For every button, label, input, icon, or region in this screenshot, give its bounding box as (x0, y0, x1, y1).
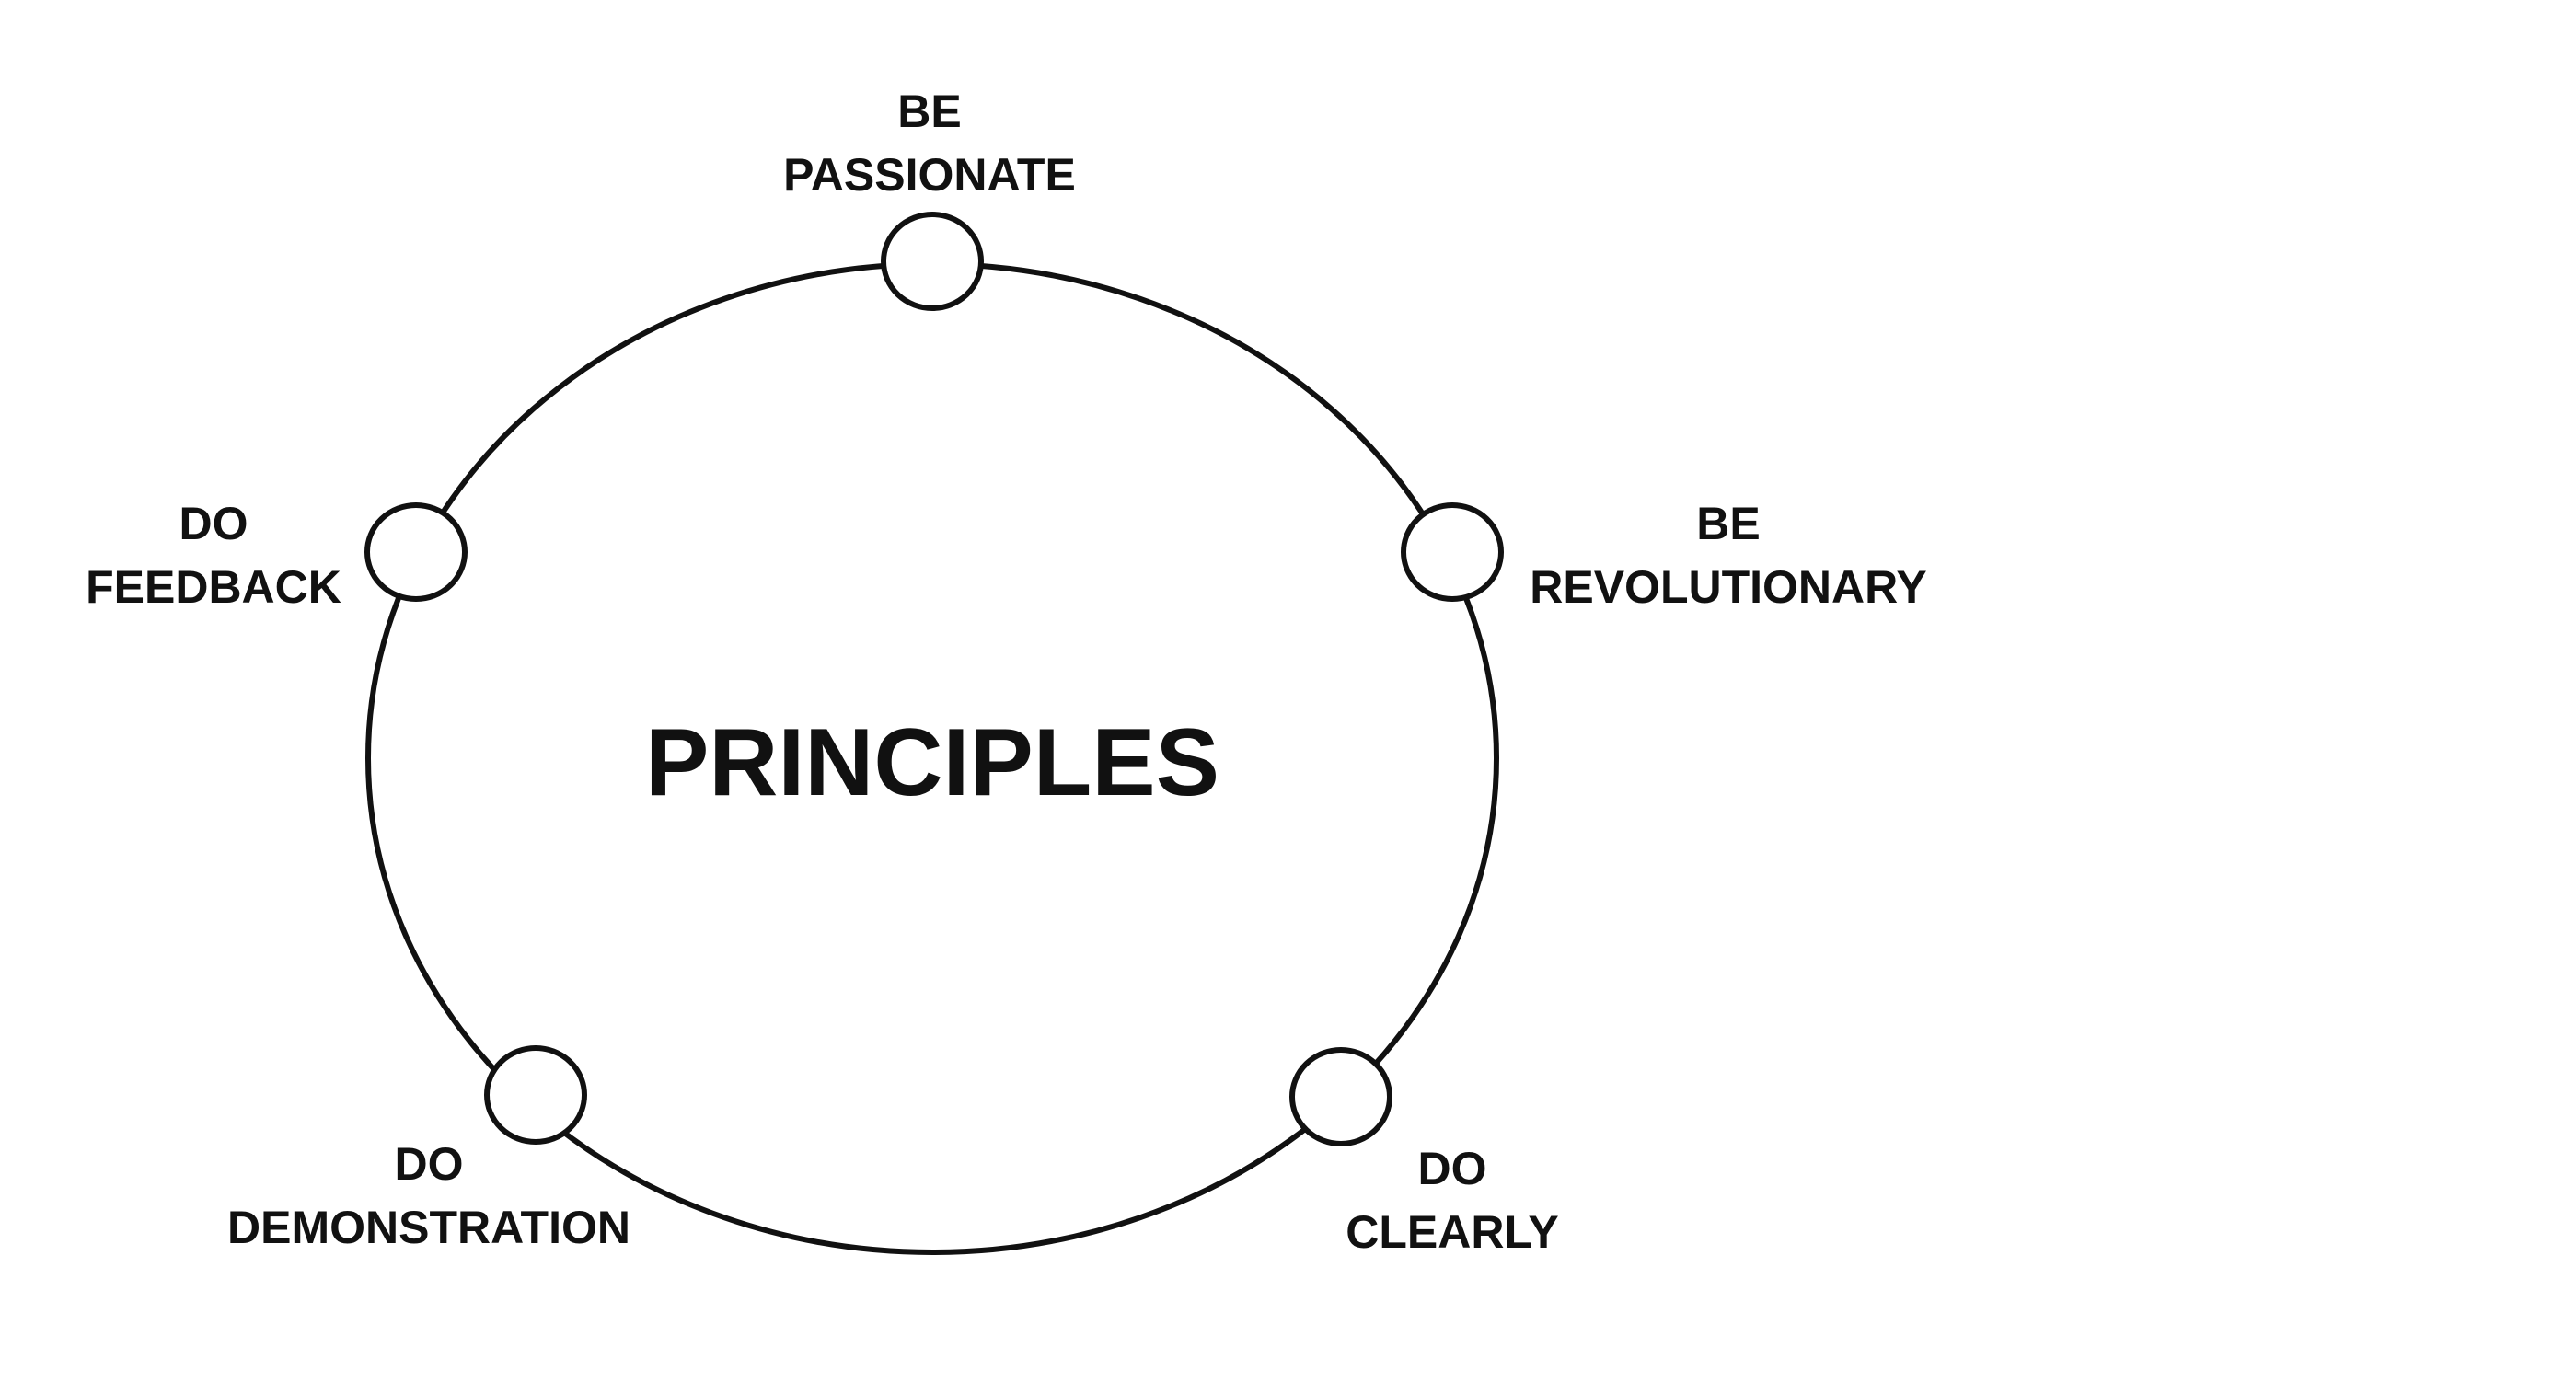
node-circle (1289, 1047, 1392, 1146)
node-label-line2: CLEARLY (1346, 1206, 1559, 1258)
node-circle (484, 1045, 587, 1145)
node-label-line2: DEMONSTRATION (227, 1202, 630, 1253)
node-be-passionate: BE PASSIONATE (783, 86, 1076, 311)
node-circle (364, 502, 468, 602)
node-be-revolutionary: BE REVOLUTIONARY (1401, 498, 1927, 613)
center-title: PRINCIPLES (645, 709, 1219, 816)
node-label-line2: REVOLUTIONARY (1530, 561, 1927, 613)
node-label-line2: PASSIONATE (783, 149, 1076, 201)
node-label-line1: DO (179, 498, 248, 549)
node-do-clearly: DO CLEARLY (1289, 1047, 1559, 1258)
node-circle (881, 212, 984, 311)
node-label-line1: DO (395, 1138, 464, 1190)
node-circle (1401, 502, 1504, 602)
node-label-line2: FEEDBACK (86, 561, 341, 613)
node-label-line1: BE (897, 86, 961, 137)
node-label-line1: DO (1418, 1143, 1487, 1194)
node-label-line1: BE (1696, 498, 1760, 549)
node-do-feedback: DO FEEDBACK (86, 498, 468, 613)
node-do-demonstration: DO DEMONSTRATION (227, 1045, 630, 1253)
